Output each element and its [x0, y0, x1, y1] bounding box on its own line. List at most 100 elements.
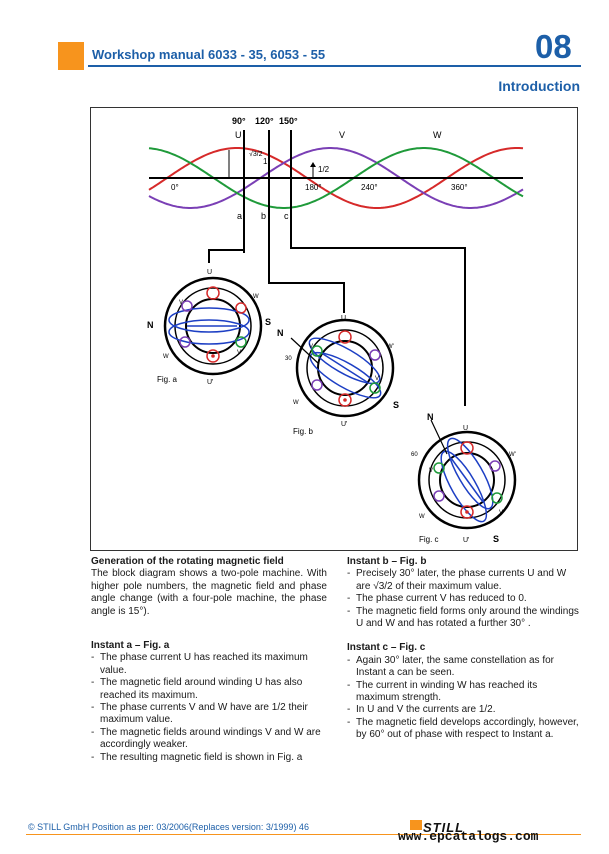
orange-header-block [58, 42, 84, 70]
winding-u-dot-icon [338, 393, 352, 407]
footer-text: © STILL GmbH Position as per: 03/2006(Re… [28, 822, 309, 832]
right-text-column: Instant b – Fig. b Precisely 30° later, … [347, 556, 582, 742]
instant-a-list: The phase current U has reached its maxi… [91, 652, 327, 764]
fig-a-u-label: U [207, 269, 212, 276]
list-item: The current in winding W has reached its… [347, 680, 582, 705]
fig-c-w-label: W [419, 514, 425, 520]
axis-label-0: 0° [171, 183, 179, 192]
axis-label-360: 360° [451, 183, 468, 192]
connector-a [208, 231, 245, 263]
list-item: Again 30° later, the same constellation … [347, 655, 582, 680]
fig-b-v-prime-label: V' [375, 376, 380, 382]
fig-c-v-prime-label: V' [499, 510, 504, 516]
list-item: The phase current U has reached its maxi… [91, 652, 327, 677]
fig-b-south: S [393, 400, 399, 410]
footer-rule [26, 834, 581, 835]
instant-b-heading: Instant b – Fig. b [347, 556, 427, 567]
section-title: Introduction [498, 78, 580, 94]
list-item: The phase currents V and W have are 1/2 … [91, 702, 327, 727]
fig-b-angle: 30 [285, 356, 292, 362]
amplitude-label-half: 1/2 [318, 165, 330, 174]
phase-waveforms [148, 147, 524, 209]
list-item: The magnetic field forms only around the… [347, 606, 582, 631]
fig-b-u-prime-label: U' [341, 421, 347, 428]
stator-fig-c: U U' N S 60 V W' W V' Fig. c [411, 412, 517, 544]
phase-label-u: U [235, 130, 242, 140]
winding-w-icon [369, 349, 381, 361]
winding-u-dot-icon [206, 349, 220, 363]
rotating-field-diagram: 90° 120° 150° U V W 0° 180° 240° 360° √3… [147, 116, 524, 544]
connector-b [268, 231, 345, 313]
fig-a-v-prime-label: V' [237, 350, 242, 356]
fig-a-v-label: V [179, 300, 183, 306]
fig-a-w-bottom-label: W [163, 354, 169, 360]
fig-c-w-prime-label: W' [509, 452, 516, 458]
brand-name: STILL [423, 820, 465, 835]
list-item: The magnetic field develops accordingly,… [347, 717, 582, 742]
phase-label-v: V [339, 130, 345, 140]
fig-b-w-label: W [293, 400, 299, 406]
winding-w-icon [489, 460, 501, 472]
fig-c-north: N [427, 412, 434, 422]
winding-w-icon [235, 336, 247, 348]
axis-label-240: 240° [361, 183, 378, 192]
manual-title: Workshop manual 6033 - 35, 6053 - 55 [92, 47, 326, 62]
fig-c-u-prime-label: U' [463, 537, 469, 544]
instant-c-heading: Instant c – Fig. c [347, 642, 426, 654]
fig-c-angle: 60 [411, 452, 418, 458]
stator-fig-b: U U' N S 30 V W' W V' Fig. b [277, 315, 399, 436]
phase-wave-u [148, 147, 524, 209]
instant-c-list: Again 30° later, the same constellation … [347, 655, 582, 742]
fig-b-caption: Fig. b [293, 427, 314, 436]
phase-wave-v [148, 147, 524, 209]
list-item: The phase current V has reduced to 0. [347, 593, 582, 606]
watermark: www.epcatalogs.com [398, 829, 539, 844]
winding-v-icon [181, 300, 193, 312]
fig-b-w-prime-label: W' [387, 344, 394, 350]
list-item: In U and V the currents are 1/2. [347, 704, 582, 717]
generation-text: The block diagram shows a two-pole machi… [91, 568, 327, 617]
instant-label-b: b [261, 211, 266, 221]
list-item: Precisely 30° later, the phase currents … [347, 568, 582, 593]
list-item: The magnetic field around winding U has … [91, 677, 327, 702]
winding-u-cross-icon [460, 441, 474, 455]
fig-a-w-label: W [253, 294, 259, 300]
fig-c-u-label: U [463, 425, 468, 432]
fig-b-north: N [277, 328, 284, 338]
fig-a-north: N [147, 320, 154, 330]
list-item: The magnetic fields around windings V an… [91, 727, 327, 752]
axis-label-180: 180° [305, 183, 322, 192]
angle-label-150: 150° [279, 116, 298, 126]
amplitude-label-root3: √3/2 [249, 150, 263, 158]
generation-heading: Generation of the rotating magnetic fiel… [91, 556, 284, 567]
connector-c [290, 231, 466, 406]
instant-label-a: a [237, 211, 242, 221]
winding-v-icon [433, 462, 445, 474]
stator-fig-a: U U' N S V W W V' Fig. a [147, 269, 271, 386]
instant-a-heading: Instant a – Fig. a [91, 640, 170, 652]
fig-a-south: S [265, 317, 271, 327]
angle-label-90: 90° [232, 116, 246, 126]
fig-b-v-label: V [309, 344, 313, 350]
arrow-up-icon [310, 162, 316, 167]
chapter-number: 08 [535, 28, 572, 65]
header-rule [88, 65, 581, 67]
phase-wave-w [148, 147, 524, 209]
fig-a-caption: Fig. a [157, 375, 178, 384]
winding-u-cross-icon [338, 330, 352, 344]
list-item: The resulting magnetic field is shown in… [91, 752, 327, 765]
left-text-column: Generation of the rotating magnetic fiel… [91, 556, 327, 765]
amplitude-label-one: 1 [263, 157, 268, 166]
instant-b-list: Precisely 30° later, the phase currents … [347, 568, 582, 630]
winding-u-dot-icon [460, 505, 474, 519]
winding-v-icon [311, 345, 323, 357]
fig-b-u-label: U [341, 315, 346, 322]
still-logo-icon [410, 820, 422, 830]
fig-c-caption: Fig. c [419, 535, 439, 544]
fig-c-v-label: V [429, 468, 433, 474]
winding-u-cross-icon [206, 286, 220, 300]
angle-label-120: 120° [255, 116, 274, 126]
instant-label-c: c [284, 211, 289, 221]
fig-a-u-prime-label: U' [207, 379, 213, 386]
figure-frame: 90° 120° 150° U V W 0° 180° 240° 360° √3… [90, 107, 578, 551]
